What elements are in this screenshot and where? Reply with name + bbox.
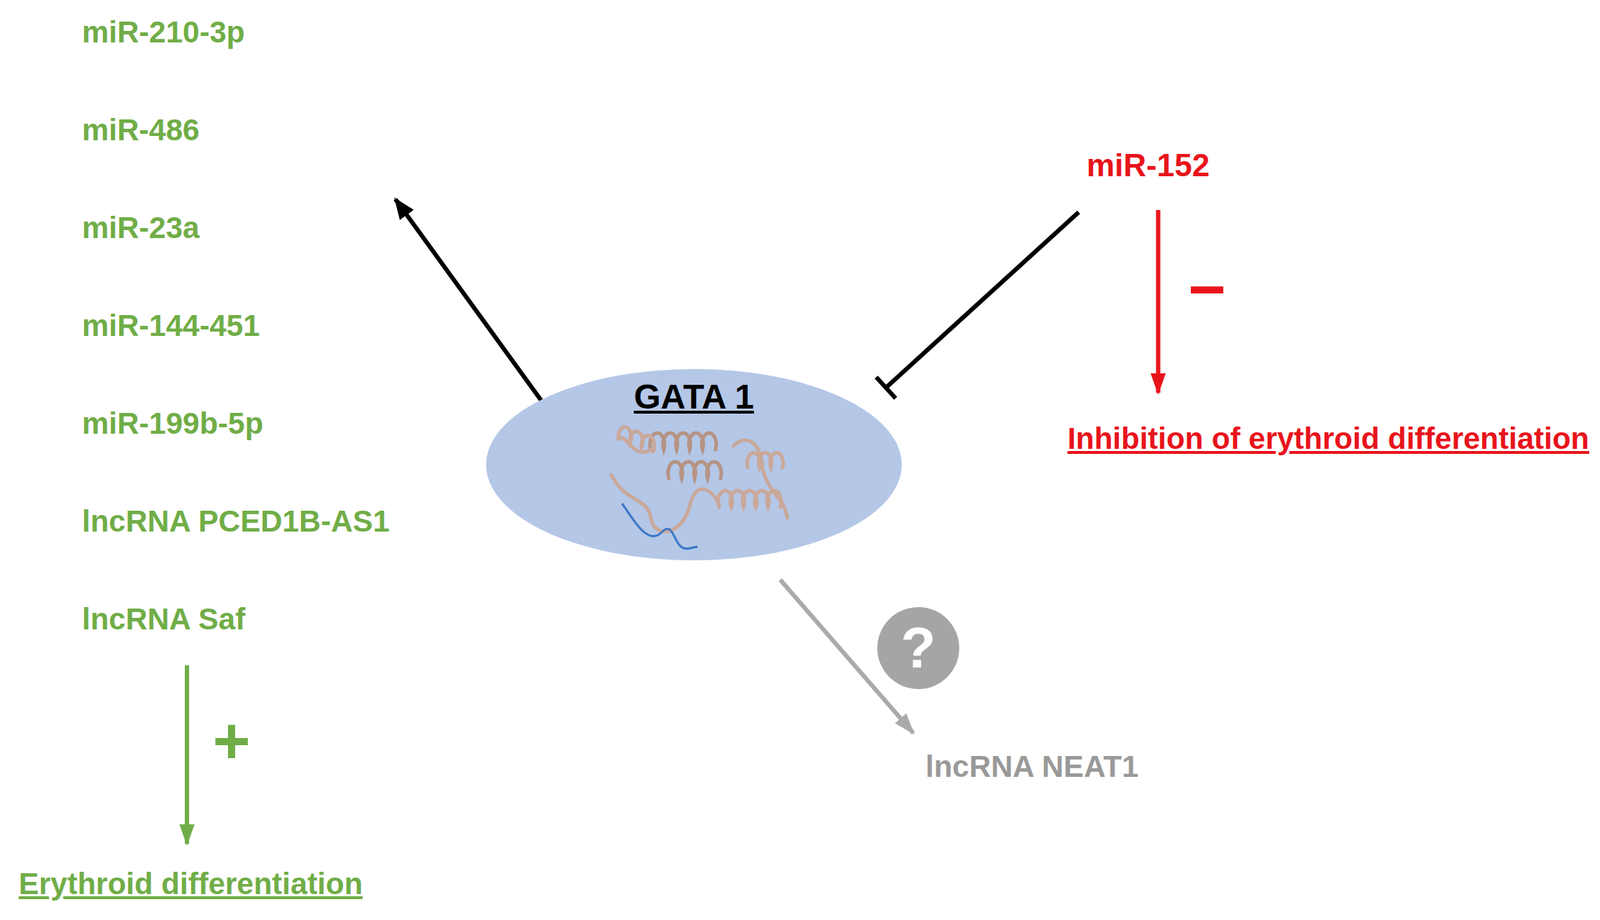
- node-text: lncRNA PCED1B-AS1: [81, 499, 390, 543]
- activation-arrow: [395, 199, 543, 403]
- unknown-target-label: lncRNA NEAT1: [925, 746, 1139, 786]
- node-text: miR-210-3p: [81, 10, 390, 54]
- edge-symbol: +: [212, 708, 251, 774]
- node-title: GATA 1: [484, 367, 904, 420]
- edge-symbol: ?: [877, 606, 960, 689]
- gata1-ellipse: GATA 1: [484, 367, 904, 562]
- node-text: lncRNA NEAT1: [925, 746, 1139, 786]
- node-text: miR-23a: [81, 206, 390, 250]
- node-text: Erythroid differentiation: [18, 863, 363, 904]
- edge-symbol: −: [1187, 256, 1227, 322]
- node-text: miR-144-451: [81, 304, 390, 348]
- node-text: miR-199b-5p: [81, 401, 390, 446]
- node-text: Inhibition of erythroid differentiation: [1067, 418, 1590, 459]
- node-text: lncRNA Saf: [81, 597, 390, 641]
- node-text: miR-486: [81, 108, 390, 152]
- rna-list: miR-210-3p miR-486 miR-23a miR-144-451 miR-1…: [81, 10, 390, 641]
- outcome-label: Erythroid differentiation: [18, 863, 363, 904]
- node-text: miR-152: [1086, 144, 1210, 186]
- inhibitor-label: miR-152: [1086, 144, 1210, 186]
- outcome-label: Inhibition of erythroid differentiation: [1067, 418, 1590, 459]
- positive-effect-arrow: [184, 665, 190, 844]
- negative-effect-arrow: [1156, 209, 1161, 393]
- inhibition-line: [885, 212, 1079, 388]
